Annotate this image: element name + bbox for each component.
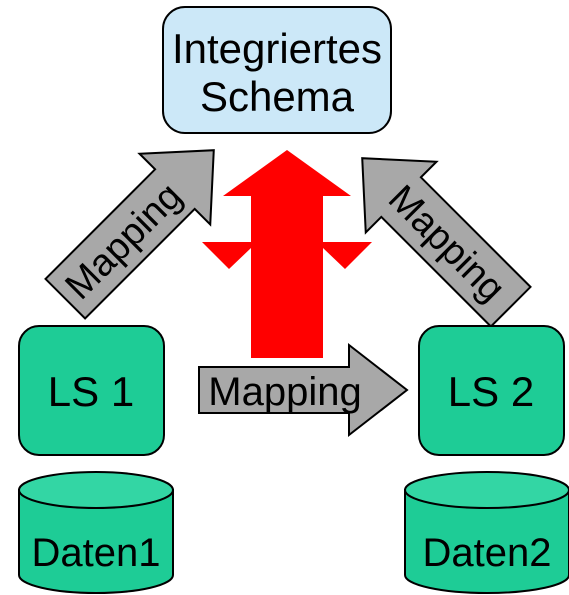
daten2-cylinder-body	[404, 489, 569, 594]
daten1-cylinder-body	[18, 489, 174, 594]
daten1-database: Daten1	[18, 471, 174, 594]
daten2-label: Daten2	[423, 531, 552, 575]
daten2-database: Daten2	[404, 471, 569, 594]
middle-mapping-label: Mapping	[208, 370, 361, 414]
right-mapping-arrow-shape	[361, 157, 532, 328]
middle-mapping-arrow: Mapping	[198, 342, 409, 438]
daten1-label: Daten1	[32, 531, 161, 575]
left-mapping-label: Mapping	[58, 175, 191, 308]
integrated-schema-box-shape	[162, 6, 392, 134]
integrated-schema-line2: Schema	[200, 73, 355, 120]
integrated-schema-line1: Integriertes	[172, 25, 382, 72]
left-mapping-arrow-shape	[44, 149, 215, 320]
middle-mapping-arrow-shape	[198, 342, 409, 438]
left-mapping-arrow: Mapping	[44, 149, 215, 320]
right-mapping-label: Mapping	[380, 177, 513, 310]
right-mapping-arrow: Mapping	[361, 157, 532, 328]
ls2-box: LS 2	[418, 325, 565, 456]
central-split-arrow	[202, 150, 372, 358]
daten1-cylinder-top	[18, 471, 174, 509]
ls1-label: LS 1	[48, 368, 134, 415]
ls2-box-shape	[418, 325, 565, 456]
ls1-box: LS 1	[18, 325, 165, 456]
ls1-box-shape	[18, 325, 165, 456]
ls2-label: LS 2	[448, 368, 534, 415]
daten2-cylinder-top	[404, 471, 569, 509]
central-split-arrow-shape	[202, 150, 372, 358]
integrated-schema-box: Integriertes Schema	[162, 6, 392, 134]
